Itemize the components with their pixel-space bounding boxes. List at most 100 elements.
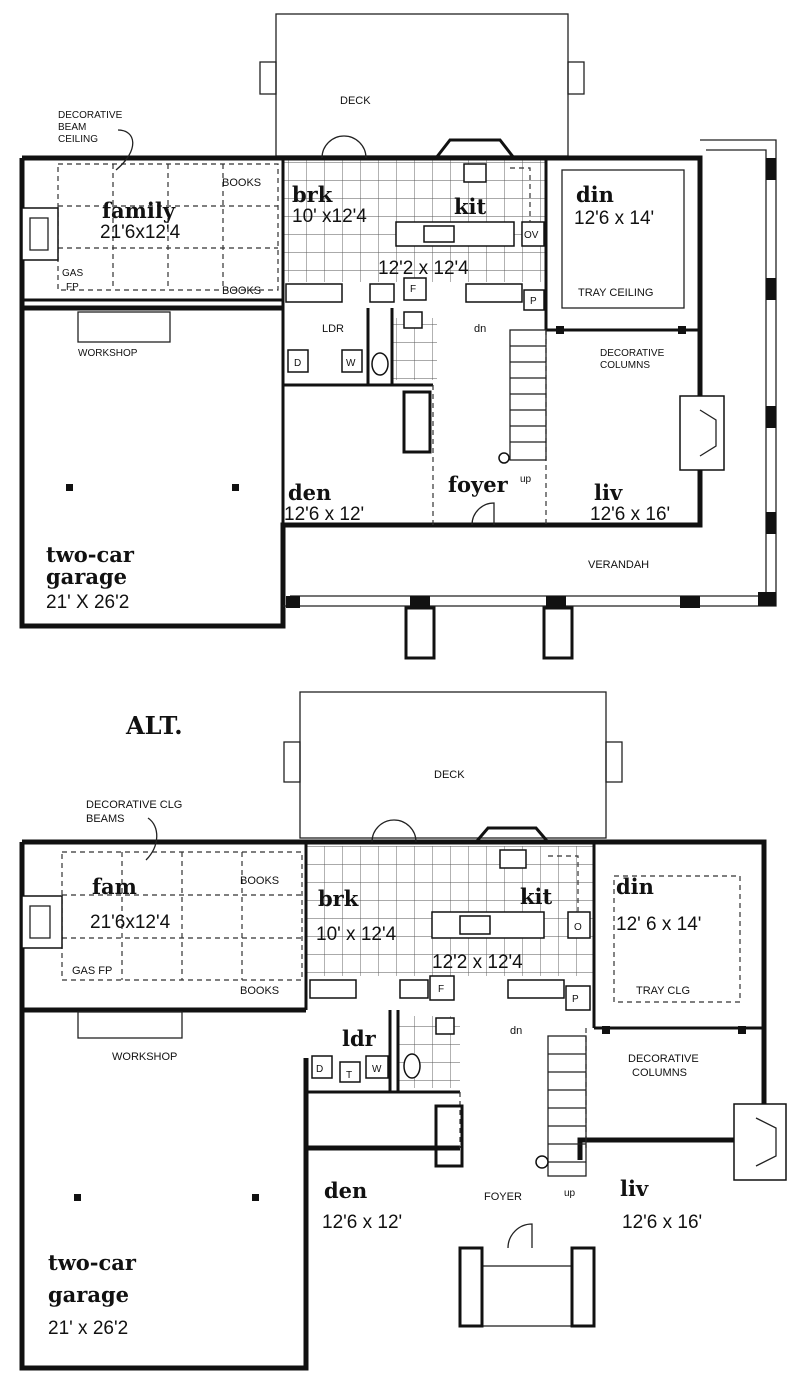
books-top-label-2: BOOKS (240, 875, 279, 887)
kit-label-1: kit (454, 194, 487, 219)
dryer-label-2: D (316, 1064, 323, 1075)
kit-dim-2: 12'2 x 12'4 (432, 952, 523, 973)
toilet-1 (403, 311, 423, 329)
foyer-label-2: FOYER (484, 1191, 522, 1203)
tub-2 (339, 1061, 361, 1083)
decorative-clg-label-2a: DECORATIVE CLG (86, 799, 182, 811)
brk-label-2: brk (318, 886, 359, 911)
plan-main: DECK DECORATIVE BEAM CEILING family 21'6… (19, 13, 777, 660)
den-closet-2 (434, 1104, 464, 1168)
kit-dim-1: 12'2 x 12'4 (378, 258, 469, 279)
dryer-label-1: D (294, 358, 301, 369)
ldr-label-2: ldr (342, 1026, 377, 1051)
family-fireplace-1 (21, 207, 59, 261)
decorative-beam-label-1c: CEILING (58, 134, 98, 145)
decorative-columns-label-2b: COLUMNS (632, 1067, 687, 1079)
garage-label-1b: garage (46, 564, 127, 589)
workshop-bench-1 (77, 311, 171, 343)
garage-dim-2: 21' x 26'2 (48, 1318, 128, 1339)
washer-2 (365, 1055, 389, 1079)
brk-dim-1: 10' x12'4 (292, 206, 367, 227)
family-beam-ceiling-1 (57, 163, 279, 291)
kitchen-tile-floor-2 (306, 846, 594, 976)
deck-doors-1 (321, 135, 367, 159)
f-label-1: F (410, 284, 416, 295)
front-door-1 (471, 502, 495, 526)
fam-dim-2: 21'6x12'4 (90, 912, 171, 933)
decorative-columns-label-1b: COLUMNS (600, 360, 650, 371)
garage-label-2a: two-car (48, 1250, 137, 1275)
p-label-2: P (572, 994, 579, 1005)
plan-alt: DECK DECORATIVE CLG BEAMS fam 21'6x12'4 … (19, 691, 787, 1371)
decorative-beam-label-1a: DECORATIVE (58, 110, 123, 121)
workshop-bench-2 (77, 1011, 183, 1039)
oven-1 (521, 221, 545, 247)
tray-clg-label-2: TRAY CLG (636, 985, 690, 997)
brk-label-1: brk (292, 182, 333, 207)
liv-label-2: liv (620, 1176, 649, 1201)
oven-2 (567, 911, 591, 939)
din-dim-1: 12'6 x 14' (574, 208, 654, 229)
kit-label-2: kit (520, 884, 553, 909)
stair-2 (535, 1035, 587, 1177)
washer-1 (341, 349, 363, 373)
front-stoop-2 (481, 1265, 573, 1327)
liv-dim-2: 12'6 x 16' (622, 1212, 702, 1233)
den-dim-2: 12'6 x 12' (322, 1212, 402, 1233)
garage-dim-1: 21' X 26'2 (46, 592, 129, 613)
deck-outline-1 (275, 13, 569, 157)
deck-doors-2 (371, 819, 417, 843)
din-dim-2: 12' 6 x 14' (616, 914, 701, 935)
workshop-label-2: WORKSHOP (112, 1051, 177, 1063)
fam-label-2: fam (92, 874, 137, 899)
washer-label-1: W (346, 358, 356, 369)
deck-step-left-1 (259, 61, 277, 95)
din-label-2: din (616, 874, 654, 899)
p-label-1: P (530, 296, 537, 307)
decorative-columns-label-2a: DECORATIVE (628, 1053, 699, 1065)
books-bottom-label-1: BOOKS (222, 285, 261, 297)
tray-ceiling-label-1: TRAY CEILING (578, 287, 653, 299)
fam-beam-ceiling-2 (61, 851, 303, 981)
liv-fireplace-1 (679, 395, 725, 471)
kitchen-bay-window-1 (434, 138, 516, 159)
family-dim: 21'6x12'4 (100, 222, 181, 243)
den-closet-1 (402, 390, 432, 454)
garage-label-2b: garage (48, 1282, 129, 1307)
decorative-columns-label-1a: DECORATIVE (600, 348, 665, 359)
exterior-walls-2 (19, 839, 767, 1371)
up-label-2: up (564, 1188, 576, 1199)
den-dim-1: 12'6 x 12' (284, 504, 364, 525)
ldr-label-1: LDR (322, 323, 344, 335)
f-label-2: F (438, 984, 444, 995)
din-label-1: din (576, 182, 614, 207)
deck-outline-2 (299, 691, 607, 839)
dryer-2 (311, 1055, 333, 1079)
deck-label-1: DECK (340, 95, 371, 107)
toilet-2 (435, 1017, 455, 1035)
up-label-1: up (520, 474, 532, 485)
front-door-2 (507, 1223, 533, 1249)
kitchen-bay-window-2 (474, 826, 550, 843)
verandah-label-1: VERANDAH (588, 559, 649, 571)
verandah-step-left-1 (404, 606, 436, 660)
workshop-label-1: WORKSHOP (78, 348, 138, 359)
verandah-rail-1 (283, 139, 777, 607)
verandah-step-right-1 (542, 606, 574, 660)
gas-label-1a: GAS (62, 268, 83, 279)
dn-label-1: dn (474, 323, 486, 335)
washer-label-2: W (372, 1064, 382, 1075)
fam-fireplace-2 (21, 895, 63, 949)
din-tray-ceiling-1 (561, 169, 685, 309)
deck-step-right-1 (567, 61, 585, 95)
liv-label-1: liv (594, 480, 623, 505)
gas-label-1b: FP (66, 282, 79, 293)
kitchen-island-1 (395, 221, 515, 247)
garage-label-1a: two-car (46, 542, 135, 567)
o-label-2: O (574, 922, 582, 933)
tub-label-2: T (346, 1070, 352, 1081)
liv-dim-1: 12'6 x 16' (590, 504, 670, 525)
liv-fireplace-2 (733, 1103, 787, 1181)
deck-label-2: DECK (434, 769, 465, 781)
